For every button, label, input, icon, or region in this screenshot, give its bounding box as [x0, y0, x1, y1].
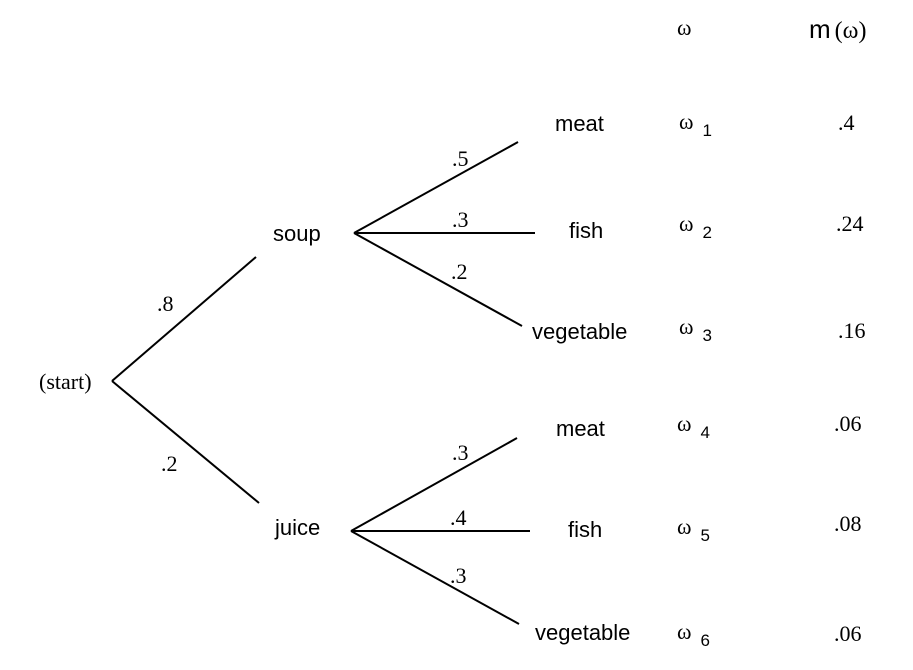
edge-start-soup: [111, 256, 257, 382]
measure-value-4: .06: [834, 411, 862, 436]
measure-value-6: .06: [834, 621, 862, 646]
soup-fish-label: fish: [569, 218, 604, 243]
soup-meat-label: meat: [555, 111, 604, 136]
edge-start-juice: [111, 380, 260, 504]
soup-node-label: soup: [273, 221, 321, 246]
measure-value-2: .24: [836, 211, 864, 236]
prob-juice-meat: .3: [452, 440, 469, 465]
measure-m: m: [809, 14, 831, 44]
edge-juice-vegetable: [350, 530, 520, 625]
juice-node-label: juice: [275, 515, 321, 540]
measure-value-5: .08: [834, 511, 862, 536]
edge-soup-meat: [353, 141, 519, 234]
prob-start-juice: .2: [161, 451, 178, 476]
measure-column-header: m (ω): [809, 16, 866, 43]
measure-arg: (ω): [834, 18, 867, 44]
juice-vegetable-label: vegetable: [535, 620, 631, 645]
juice-fish-label: fish: [568, 517, 603, 542]
start-node-label: (start): [39, 369, 92, 394]
edge-juice-meat: [350, 437, 518, 532]
soup-vegetable-label: vegetable: [532, 319, 628, 344]
prob-juice-fish: .4: [450, 505, 467, 530]
juice-meat-label: meat: [556, 416, 605, 441]
edge-soup-vegetable: [353, 232, 523, 327]
measure-value-1: .4: [838, 110, 855, 135]
omega-column-header: ω: [677, 15, 692, 40]
prob-soup-meat: .5: [452, 146, 469, 171]
measure-value-3: .16: [838, 318, 866, 343]
prob-juice-vegetable: .3: [450, 563, 467, 588]
prob-start-soup: .8: [157, 291, 174, 316]
prob-soup-vegetable: .2: [451, 259, 468, 284]
prob-soup-fish: .3: [452, 207, 469, 232]
